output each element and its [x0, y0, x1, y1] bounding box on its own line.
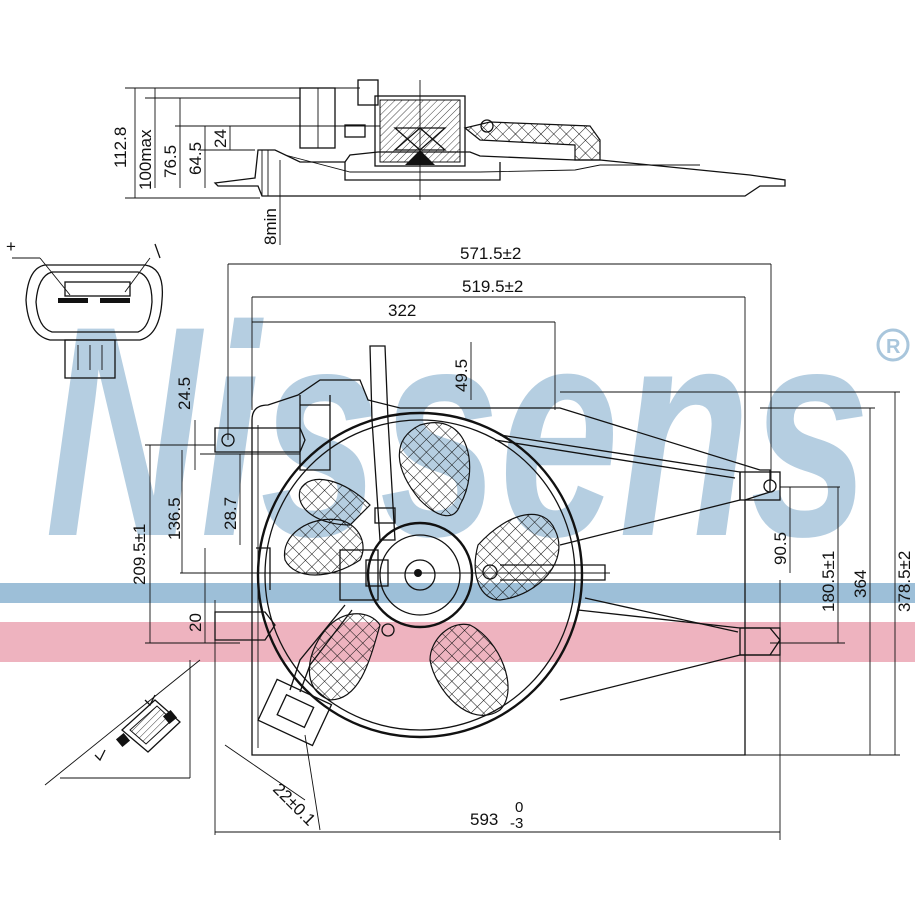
- fan-blades: [283, 422, 560, 716]
- connector-view: + —: [6, 237, 164, 379]
- dim-28-7: 28.7: [221, 497, 240, 530]
- registered-mark-icon: [876, 328, 910, 362]
- dim-322: 322: [388, 301, 416, 320]
- dim-8min: 8min: [261, 208, 280, 245]
- dim-90-5: 90.5: [771, 532, 790, 565]
- dim-593: 593: [470, 810, 498, 829]
- dim-364: 364: [851, 570, 870, 598]
- dim-180-5: 180.5±1: [819, 551, 838, 612]
- resistor-detail: [44, 659, 201, 786]
- dim-378-5: 378.5±2: [895, 551, 914, 612]
- dim-136-5: 136.5: [165, 497, 184, 540]
- dim-24: 24: [211, 129, 230, 148]
- dim-593-tol-lower: -3: [510, 815, 523, 832]
- dim-112-8: 112.8: [111, 127, 130, 168]
- connector-plus-label: +: [6, 237, 16, 256]
- dim-76-5: 76.5: [161, 145, 180, 178]
- dim-64-5: 64.5: [186, 142, 205, 175]
- dim-20: 20: [186, 613, 205, 632]
- blue-band: [0, 583, 915, 603]
- dim-22: 22±0.1: [269, 779, 319, 829]
- side-view: 112.8 100max 76.5 64.5 24 8min: [111, 79, 786, 245]
- dim-571-5: 571.5±2: [460, 244, 521, 263]
- dim-209-5: 209.5±1: [130, 524, 149, 585]
- front-view: 571.5±2 519.5±2 322 49.5 24.5 28.7 136.5…: [44, 244, 914, 840]
- dim-49-5: 49.5: [452, 359, 471, 392]
- dim-593-tol-upper: 0: [515, 799, 523, 816]
- dim-100max: 100max: [136, 129, 155, 190]
- dim-24-5: 24.5: [175, 377, 194, 410]
- dim-519-5: 519.5±2: [462, 277, 523, 296]
- svg-text:R: R: [886, 336, 901, 358]
